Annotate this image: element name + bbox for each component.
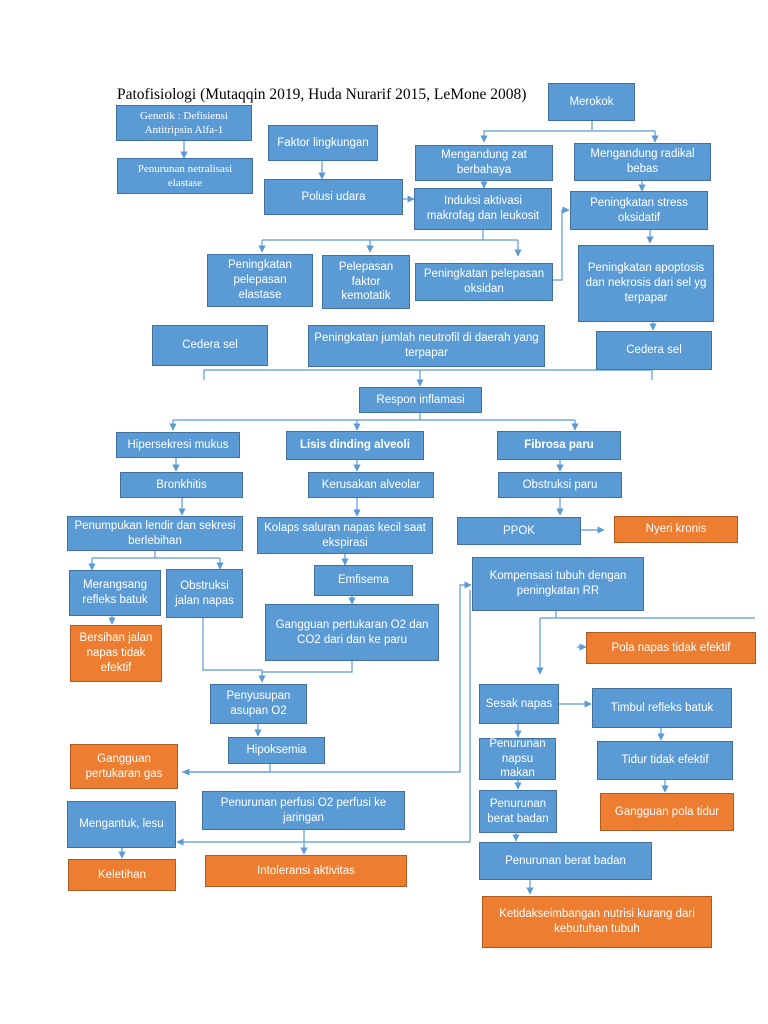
node-bersihan: Bersihan jalan napas tidak efektif bbox=[70, 625, 162, 682]
node-faktor-kemotatik: Pelepasan faktor kemotatik bbox=[322, 255, 410, 309]
node-nutrisi: Ketidakseimbangan nutrisi kurang dari ke… bbox=[482, 896, 712, 948]
node-pola-napas: Pola napas tidak efektif bbox=[586, 632, 756, 664]
wire-obsjalan bbox=[202, 618, 266, 683]
node-polusi-udara: Polusi udara bbox=[264, 179, 403, 215]
node-kolaps: Kolaps saluran napas kecil saat ekspiras… bbox=[257, 517, 433, 554]
node-gangguan-o2: Gangguan pertukaran O2 dan CO2 dari dan … bbox=[265, 604, 439, 661]
diagram-title: Patofisiologi (Mutaqqin 2019, Huda Nurar… bbox=[117, 86, 527, 103]
node-kompensasi: Kompensasi tubuh dengan peningkatan RR bbox=[472, 557, 644, 611]
node-perfusi: Penurunan perfusi O2 perfusi ke jaringan bbox=[202, 791, 405, 830]
node-penurunan-netralisasi: Penurunan netralisasi elastase bbox=[117, 158, 253, 194]
node-emfisema: Emfisema bbox=[314, 565, 413, 596]
node-stress-oksidatif: Peningkatan stress oksidatif bbox=[570, 191, 708, 230]
node-refleks-batuk: Merangsang refleks batuk bbox=[69, 570, 161, 616]
node-bb-small: Penurunan berat badan bbox=[479, 790, 557, 833]
node-genetik: Genetik : Defisiensi Antitripsin Alfa-1 bbox=[116, 105, 252, 141]
node-neutrofil: Peningkatan jumlah neutrofil di daerah y… bbox=[308, 325, 545, 367]
node-respon-inflamasi: Respon inflamasi bbox=[359, 387, 482, 413]
node-cedera-sel-right: Cedera sel bbox=[596, 331, 712, 370]
node-tidur-tidak-efektif: Tidur tidak efektif bbox=[597, 741, 733, 780]
wire-hipoksemia bbox=[182, 585, 471, 773]
node-hipersekresi: Hipersekresi mukus bbox=[116, 432, 240, 458]
wire-respon bbox=[173, 413, 575, 421]
node-cedera-sel-left: Cedera sel bbox=[152, 325, 268, 366]
wire-oksidan bbox=[553, 206, 570, 281]
node-kerusakan-alveolar: Kerusakan alveolar bbox=[308, 472, 434, 498]
node-napsu-makan: Penurunan napsu makan bbox=[479, 738, 556, 780]
wire-merokok bbox=[483, 121, 656, 141]
node-nyeri-kronis: Nyeri kronis bbox=[614, 516, 738, 543]
node-intoleransi: Intoleransi aktivitas bbox=[205, 855, 407, 887]
node-obstruksi-jalan: Obstruksi jalan napas bbox=[166, 569, 243, 618]
node-timbul-batuk: Timbul refleks batuk bbox=[592, 688, 732, 728]
node-keletihan: Keletihan bbox=[68, 859, 176, 891]
node-radikal-bebas: Mengandung radikal bebas bbox=[574, 143, 711, 181]
node-faktor-lingkungan: Faktor lingkungan bbox=[268, 125, 378, 161]
node-mengantuk: Mengantuk, lesu bbox=[67, 801, 176, 848]
node-pelepasan-elastase: Peningkatan pelepasan elastase bbox=[207, 254, 313, 307]
node-obstruksi-paru: Obstruksi paru bbox=[498, 472, 622, 498]
node-bb-wide: Penurunan berat badan bbox=[479, 842, 652, 880]
node-hipoksemia: Hipoksemia bbox=[228, 737, 325, 764]
wire-gangguano2 bbox=[262, 661, 353, 673]
node-ppok: PPOK bbox=[457, 517, 581, 545]
node-gangguan-pertukaran: Gangguan pertukaran gas bbox=[70, 744, 178, 789]
node-lisis: Lisis dinding alveoli bbox=[286, 431, 424, 460]
node-merokok: Merokok bbox=[548, 83, 635, 121]
node-bronkhitis: Bronkhitis bbox=[120, 472, 243, 498]
wire-perfusi bbox=[176, 590, 471, 846]
node-zat-berbahaya: Mengandung zat berbahaya bbox=[415, 145, 553, 181]
wire-merge bbox=[203, 369, 653, 386]
node-apoptosis: Peningkatan apoptosis dan nekrosis dari … bbox=[578, 245, 714, 322]
node-sesak: Sesak napas bbox=[479, 684, 559, 724]
node-gangguan-tidur: Gangguan pola tidur bbox=[600, 793, 734, 831]
node-pelepasan-oksidan: Peningkatan pelepasan oksidan bbox=[415, 263, 553, 301]
node-fibrosa: Fibrosa paru bbox=[497, 431, 621, 460]
node-penyusupan: Penyusupan asupan O2 bbox=[210, 684, 307, 724]
wire-lendir bbox=[92, 551, 220, 559]
node-induksi-aktivasi: Induksi aktivasi makrofag dan leukosit bbox=[414, 188, 552, 230]
wire-induksi bbox=[262, 230, 518, 241]
node-penumpukan-lendir: Penumpukan lendir dan sekresi berlebihan bbox=[67, 516, 243, 551]
wire-kompensasi bbox=[540, 611, 755, 619]
